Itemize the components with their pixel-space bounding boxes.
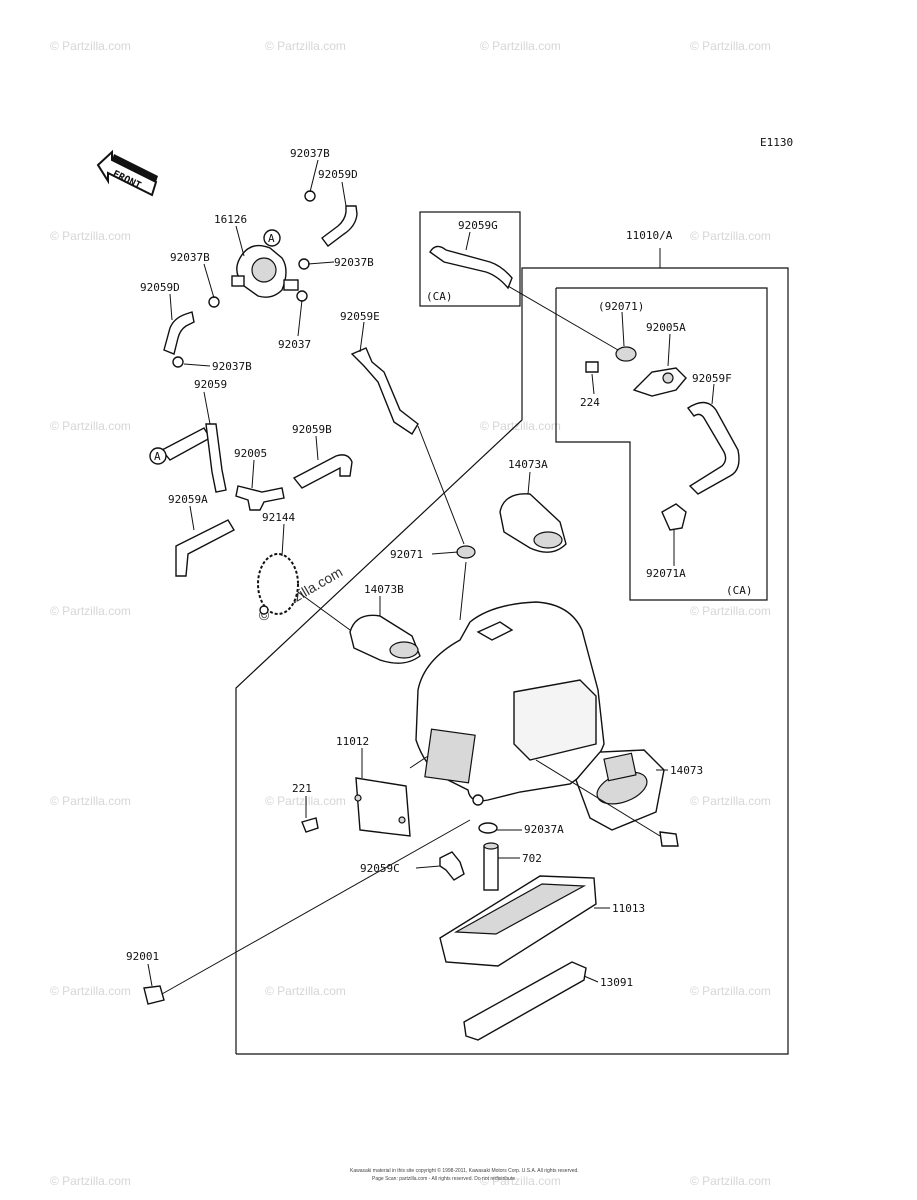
watermark: © Partzilla.com: [480, 1174, 561, 1188]
part-label: 92059B: [292, 423, 332, 436]
part-label: 92059D: [140, 281, 180, 294]
part-label: 92144: [262, 511, 295, 524]
part-label: 92071A: [646, 567, 686, 580]
part-label: 224: [580, 396, 600, 409]
part-label: 702: [522, 852, 542, 865]
part-label: 11013: [612, 902, 645, 915]
watermark: © Partzilla.com: [690, 229, 771, 243]
diagram-code: E1130: [760, 136, 793, 149]
watermark-layer: © Partzilla.com © Partzilla.com © Partzi…: [50, 39, 771, 1188]
part-label: 92071: [390, 548, 423, 561]
watermark: © Partzilla.com: [690, 794, 771, 808]
air-cleaner-assembly: [143, 493, 679, 1041]
footer-scan-note: Page Scan: partzilla.com - All rights re…: [372, 1176, 515, 1182]
part-label: 92059F: [692, 372, 732, 385]
part-label: 92059E: [340, 310, 380, 323]
leader-lines: [147, 159, 715, 995]
part-label: 11012: [336, 735, 369, 748]
watermark: © Partzilla.com: [50, 984, 131, 998]
part-label: 221: [292, 782, 312, 795]
part-label: (92071): [598, 300, 644, 313]
watermark: © Partzilla.com: [265, 39, 346, 53]
part-label: 92059D: [318, 168, 358, 181]
watermark: © Partzilla.com: [50, 794, 131, 808]
ca-label-right: (CA): [726, 584, 753, 597]
part-label: 92005A: [646, 321, 686, 334]
part-label: 14073: [670, 764, 703, 777]
watermark: © Partzilla.com: [50, 229, 131, 243]
part-label: 14073B: [364, 583, 404, 596]
callout-a-top-icon: [263, 229, 281, 247]
part-label: 92001: [126, 950, 159, 963]
part-label: 16126: [214, 213, 247, 226]
front-arrow-icon: FRONT: [96, 149, 158, 197]
part-label: 92005: [234, 447, 267, 460]
ca-label-left: (CA): [426, 290, 453, 303]
part-label: 92037A: [524, 823, 564, 836]
callout-a-left: A: [154, 450, 161, 463]
watermark: © Partzilla.com: [265, 984, 346, 998]
part-label: 14073A: [508, 458, 548, 471]
part-label: 92037B: [334, 256, 374, 269]
part-label: 92037B: [290, 147, 330, 160]
watermark: © Partzilla.com: [690, 604, 771, 618]
part-label: 92037: [278, 338, 311, 351]
watermark: © Partzilla.com: [265, 794, 346, 808]
watermark: © Partzilla.com: [50, 1174, 131, 1188]
watermark: © Partzilla.com: [480, 419, 561, 433]
watermark: © Partzilla.com: [50, 39, 131, 53]
part-labels: 92037B 92059D 16126 92037B 92037B 92059D…: [126, 147, 732, 989]
watermark: © Partzilla.com: [690, 984, 771, 998]
part-label: 92037B: [212, 360, 252, 373]
part-label: 92059G: [458, 219, 498, 232]
watermark: © Partzilla.com: [50, 419, 131, 433]
watermark: © Partzilla.com: [690, 1174, 771, 1188]
ca-components: (CA) (CA): [426, 245, 753, 597]
part-label: 92037B: [170, 251, 210, 264]
assembly-frames: [235, 211, 789, 1055]
callout-a-left-icon: [149, 447, 167, 465]
watermark: © Partzilla.com: [690, 39, 771, 53]
part-label: 92059A: [168, 493, 208, 506]
hoses-and-clamps: A A: [149, 190, 419, 615]
part-label: 13091: [600, 976, 633, 989]
watermark: © Partzilla.com: [50, 604, 131, 618]
part-label: 92059C: [360, 862, 400, 875]
footer-copyright: Kawasaki material in this site copyright…: [350, 1167, 579, 1174]
part-label: 92059: [194, 378, 227, 391]
part-label: 11010/A: [626, 229, 673, 242]
callout-a-top: A: [268, 232, 275, 245]
watermark: © Partzilla.com: [480, 39, 561, 53]
